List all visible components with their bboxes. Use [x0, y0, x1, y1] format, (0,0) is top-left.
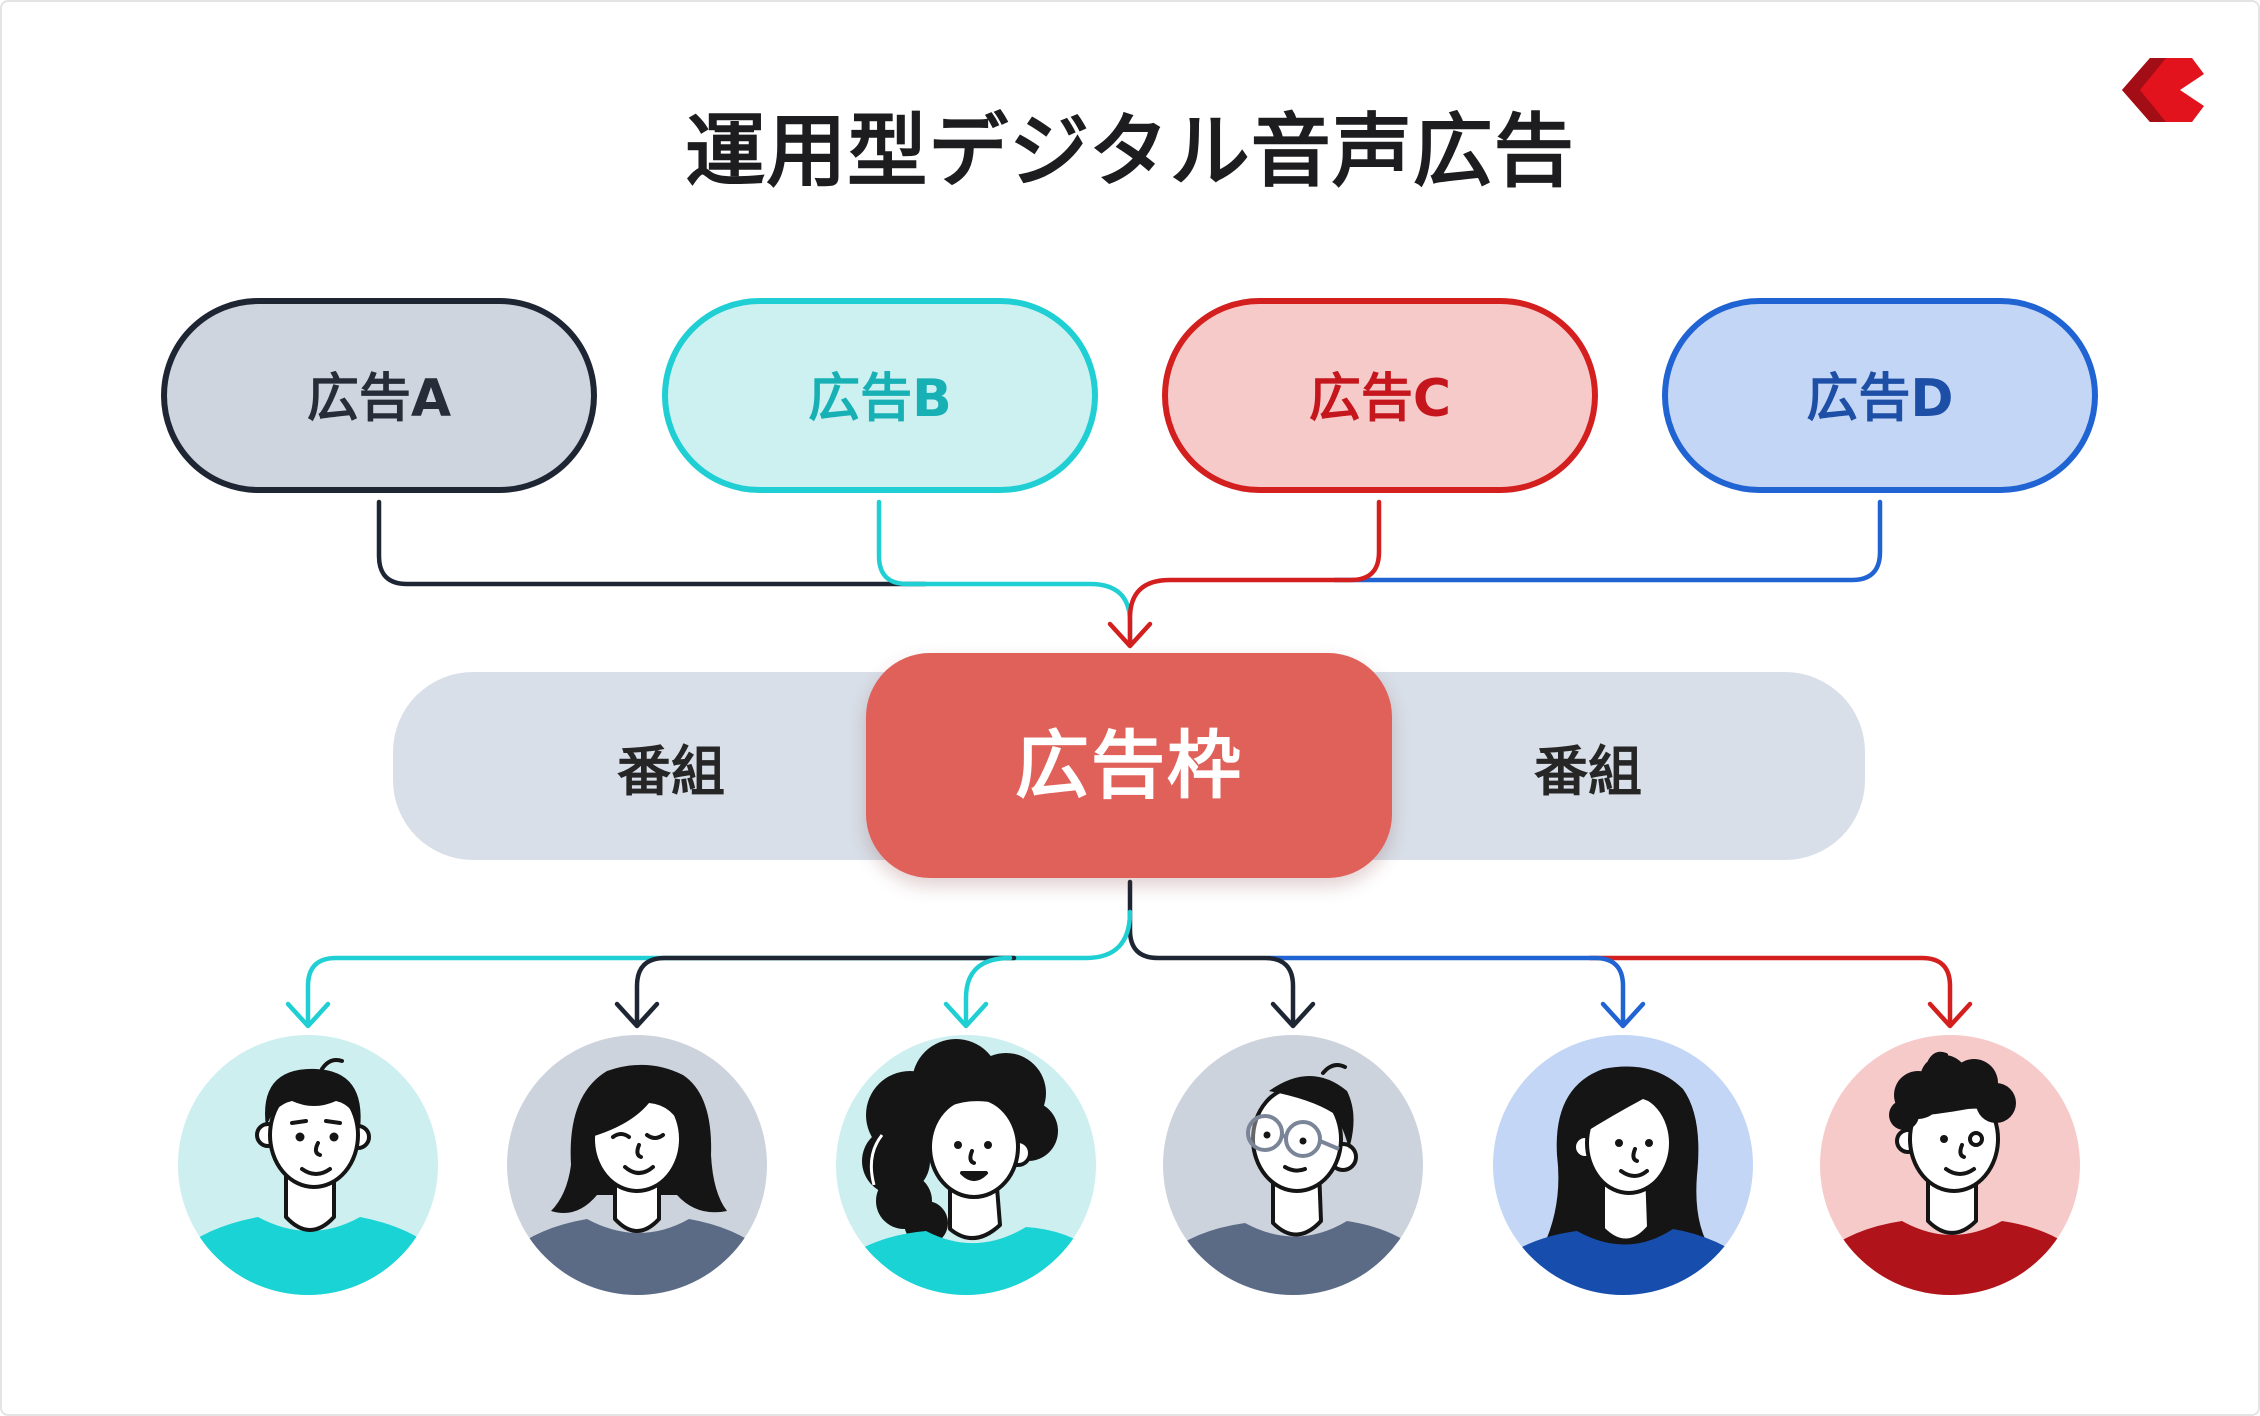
- avatar-bangs: [590, 1071, 685, 1137]
- avatar-face-features: [290, 1119, 342, 1176]
- avatar-face-features: [954, 1141, 992, 1181]
- ad-label-b: 広告B: [808, 368, 952, 429]
- avatar-hair-strand: [1321, 1063, 1347, 1075]
- connector-listener-1: [305, 909, 1133, 1025]
- avatar-face-features: [1263, 1131, 1307, 1173]
- listener-avatar-6: [1820, 1035, 2080, 1295]
- avatar-hair: [1269, 1076, 1354, 1149]
- avatar-bangs: [928, 1079, 1022, 1127]
- arrowhead-listener-1: [285, 1001, 331, 1029]
- program-label-right: 番組: [1534, 740, 1642, 803]
- ad-slot-label: 広告枠: [1015, 722, 1243, 809]
- avatar-face-features: [1615, 1139, 1653, 1178]
- connector-ad-c: [1127, 499, 1382, 645]
- brand-logo-icon: [2122, 58, 2204, 122]
- connector-listener-5: [1265, 955, 1626, 1025]
- connector-listener-6: [1587, 955, 1953, 1025]
- listener-avatar-2: [507, 1035, 767, 1295]
- avatar-hair-curl: [869, 1134, 884, 1186]
- avatar-earring: [578, 1154, 596, 1172]
- avatar-face: [928, 1095, 1020, 1199]
- connector-ad-d: [1332, 499, 1883, 583]
- person-illustration: [507, 1064, 767, 1295]
- arrowhead-listener-2: [614, 1001, 660, 1029]
- listener-avatar-4: [1163, 1035, 1423, 1295]
- avatar-face-features: [611, 1132, 665, 1175]
- ad-label-c: 広告C: [1308, 368, 1452, 429]
- listener-avatar-1: [178, 1035, 438, 1295]
- ad-label-d: 広告D: [1806, 368, 1954, 429]
- logo-shade-facet: [2122, 58, 2166, 122]
- arrowhead-to-ad-slot: [1107, 621, 1153, 649]
- connector-listener-4: [1127, 879, 1296, 1025]
- arrowhead-listener-5: [1600, 1001, 1646, 1029]
- connector-listener-3: [963, 955, 1013, 1025]
- top-connectors: [376, 499, 1883, 649]
- connector-listener-2: [634, 955, 1017, 1025]
- connector-ad-a: [376, 499, 928, 587]
- ad-label-a: 広告A: [306, 368, 452, 429]
- listener-avatar-5: [1493, 1035, 1753, 1295]
- ad-slot-box: 広告枠: [866, 653, 1392, 878]
- avatar-curly-hair: [1889, 1055, 2016, 1130]
- avatar-hair-tuft: [320, 1058, 344, 1071]
- listener-avatar-3: [836, 1035, 1096, 1295]
- program-label-left: 番組: [617, 740, 725, 803]
- ad-box-c: 広告C: [1162, 298, 1598, 493]
- bottom-connectors: [285, 879, 1973, 1029]
- avatar-hair: [265, 1068, 361, 1129]
- ad-box-b: 広告B: [662, 298, 1098, 493]
- avatar-bangs: [1581, 1076, 1674, 1135]
- avatar-hair-strand: [1928, 1051, 1948, 1063]
- ad-box-d: 広告D: [1662, 298, 2098, 493]
- page-title: 運用型デジタル音声広告: [685, 105, 1575, 198]
- arrowhead-listener-3: [943, 1001, 989, 1029]
- arrowhead-listener-4: [1270, 1001, 1316, 1029]
- connector-ad-b: [876, 499, 1133, 643]
- avatar-face-features: [1940, 1131, 1984, 1176]
- arrowhead-listener-6: [1927, 1001, 1973, 1029]
- ad-box-a: 広告A: [161, 298, 597, 493]
- avatar-earring: [678, 1150, 696, 1168]
- listener-avatars: [178, 1035, 2080, 1295]
